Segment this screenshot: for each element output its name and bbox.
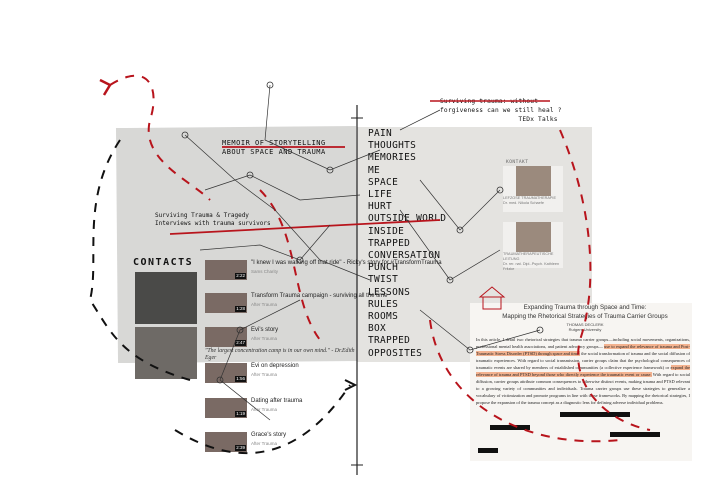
word-item: RULES <box>368 298 399 310</box>
video-thumbnail[interactable]: 2:47 <box>205 327 247 347</box>
word-item: OUTSIDE WORLD <box>368 213 447 225</box>
word-item: LESSONS <box>368 286 411 298</box>
video-channel: After Trauma <box>251 441 278 446</box>
video-thumbnail[interactable]: 2:22 <box>205 260 247 280</box>
contact-card: TRAUMATHERAPEUTISCHE LEITUNG Dr. rer. na… <box>503 222 563 271</box>
video-item[interactable]: 1:28 Transform Trauma campaign - survivin… <box>205 293 388 315</box>
redaction-bar <box>478 448 498 453</box>
word-item: ROOMS <box>368 311 399 323</box>
surviving-label: Surviving Trauma & Tragedy Interviews wi… <box>155 212 271 227</box>
node-circles <box>181 81 544 384</box>
word-item: THOUGHTS <box>368 140 417 152</box>
video-channel: After Trauma <box>251 407 278 412</box>
contact-photo <box>515 222 551 252</box>
quote-text: "The largest concentration camp is in ou… <box>205 348 330 354</box>
contact-name: Dr. rer. nat. Dipl.-Psych. Kathleen Frit… <box>503 262 560 271</box>
redaction-bar <box>560 412 630 417</box>
red-strike <box>169 219 441 235</box>
red-dashed-curve <box>429 319 621 443</box>
video-title[interactable]: "I knew I was walking off that ride" - R… <box>251 260 442 266</box>
word-item: PUNCH <box>368 262 399 274</box>
video-title[interactable]: Transform Trauma campaign - surviving al… <box>251 293 388 299</box>
memoir-label: MEMOIR OF STORYTELLING ABOUT SPACE AND T… <box>222 139 326 156</box>
black-arrowhead <box>344 379 358 391</box>
video-thumbnail[interactable]: 1:28 <box>205 293 247 313</box>
connector-lines <box>184 84 541 421</box>
video-duration: 2:47 <box>235 340 246 346</box>
video-title[interactable]: Evi on depression <box>251 363 299 369</box>
contact-card: LEFZOSE TRAUMATHERAPIE Dr. med. Nikola S… <box>503 166 563 212</box>
contact-name: Dr. med. Nikola Schaefe <box>503 201 544 205</box>
red-dashed-curve <box>259 189 321 341</box>
word-item: LIFE <box>368 189 393 201</box>
video-item[interactable]: 2:22 "I knew I was walking off that ride"… <box>205 260 442 282</box>
quote-attribution: - Dr.Edith Eger <box>205 348 355 361</box>
video-title[interactable]: Grace's story <box>251 432 287 438</box>
video-title[interactable]: Dating after trauma <box>251 398 303 404</box>
video-thumbnail[interactable]: 1:56 <box>205 363 247 383</box>
paper-title: Expanding Trauma through Space and Time:… <box>502 304 668 320</box>
video-channel: After Trauma <box>251 336 278 341</box>
word-item: ME <box>368 164 381 176</box>
video-duration: 1:19 <box>235 411 246 417</box>
word-item: INSIDE <box>368 225 405 237</box>
word-item: TRAPPED <box>368 237 411 249</box>
redaction-bar <box>490 425 530 430</box>
video-duration: 1:56 <box>235 376 246 382</box>
quote-block: "The largest concentration camp is in ou… <box>205 348 360 362</box>
video-channel: After Trauma <box>251 372 278 377</box>
paper-author: THOMAS DECLERK Rutgers University <box>566 322 604 332</box>
word-item: TWIST <box>368 274 399 286</box>
word-item: HURT <box>368 201 393 213</box>
video-thumbnail[interactable]: 1:19 <box>205 398 247 418</box>
word-item: CONVERSATION <box>368 250 441 262</box>
redaction-bar <box>610 432 660 437</box>
black-dashed-curve <box>174 384 351 455</box>
portrait-photo <box>135 327 197 379</box>
contact-caption: TRAUMATHERAPEUTISCHE LEITUNG <box>503 252 554 261</box>
word-item: BOX <box>368 323 387 335</box>
word-item: MEMORIES <box>368 152 417 164</box>
kontakt-header: KONTAKT <box>506 160 529 165</box>
word-item: PAIN <box>368 128 393 139</box>
contacts-heading: CONTACTS <box>133 257 194 268</box>
red-dashed-curve <box>109 74 211 201</box>
portrait-photo <box>135 272 197 324</box>
video-channel: After Trauma <box>251 302 278 307</box>
video-thumbnail[interactable]: 2:39 <box>205 432 247 452</box>
red-dashed-curve <box>559 129 651 431</box>
black-dashed-curve <box>88 139 191 381</box>
video-duration: 1:28 <box>235 306 246 312</box>
word-item: SPACE <box>368 176 399 188</box>
house-doodle <box>478 286 506 310</box>
video-channel: Sams Charity <box>251 269 279 274</box>
video-duration: 2:39 <box>235 445 246 451</box>
contact-caption: LEFZOSE TRAUMATHERAPIE <box>503 196 557 200</box>
red-arrowhead <box>99 78 112 96</box>
video-duration: 2:22 <box>235 273 246 279</box>
video-title[interactable]: Evi's story <box>251 327 279 333</box>
contact-photo <box>515 166 551 196</box>
word-item: OPPOSITES <box>368 347 423 359</box>
paper-body: In this article, I detail two rhetorical… <box>476 337 691 405</box>
word-item: TRAPPED <box>368 335 411 347</box>
